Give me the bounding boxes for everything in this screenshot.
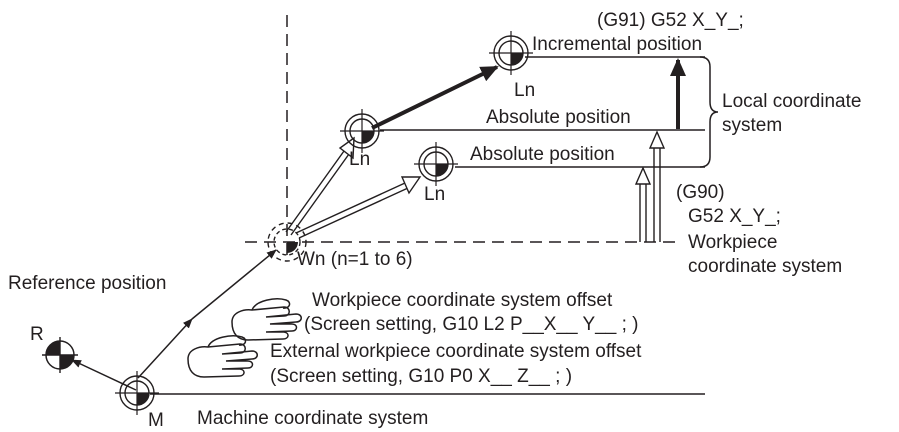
open-arrow-wn-to-lower-ln xyxy=(295,176,422,239)
arrow-external-to-wn xyxy=(191,249,277,320)
pointing-hand-icon xyxy=(187,335,258,378)
horizontal-lines xyxy=(150,56,705,395)
workpiece-coordinate-system-label: coordinate system xyxy=(688,256,842,277)
incremental-position-label: Incremental position xyxy=(532,34,702,55)
reference-position-label: Reference position xyxy=(8,273,166,294)
machine-coordinate-system-label: Machine coordinate system xyxy=(197,408,428,429)
open-arrow-wn-to-upper-ln xyxy=(285,136,355,236)
workpiece-offset-label: Workpiece coordinate system offset xyxy=(312,290,613,311)
absolute-position-upper-label: Absolute position xyxy=(486,107,631,128)
workpiece-label: Workpiece xyxy=(688,232,777,253)
arrow-m-external-offset xyxy=(137,318,193,379)
ln-label: Ln xyxy=(514,80,535,101)
m-label: M xyxy=(148,410,164,431)
open-arrows xyxy=(285,130,666,242)
absolute-position-lower-label: Absolute position xyxy=(470,144,615,165)
local-coordinate-system-label: system xyxy=(722,115,782,136)
wn-symbol xyxy=(267,222,307,262)
external-offset-label: External workpiece coordinate system off… xyxy=(270,341,642,362)
incremental-move-arrow xyxy=(371,65,499,130)
bold-arrows xyxy=(371,58,686,130)
workpiece-offset-command-label: (Screen setting, G10 L2 P__X__ Y__ ; ) xyxy=(304,314,638,335)
local-coordinate-label: Local coordinate xyxy=(722,91,861,112)
incremental-position-symbol xyxy=(489,31,533,75)
ln-label: Ln xyxy=(424,184,445,205)
thin-arrows xyxy=(71,249,277,391)
workpiece-axes xyxy=(245,15,680,262)
text-labels: (G91) G52 X_Y_; Incremental position Ln … xyxy=(8,10,861,431)
pointing-hand-icon xyxy=(231,298,302,341)
lower-ln-symbol xyxy=(414,142,458,186)
position-symbols xyxy=(42,31,533,415)
g90-label: (G90) xyxy=(676,182,725,203)
external-offset-command-label: (Screen setting, G10 P0 X__ Z__ ; ) xyxy=(270,366,572,387)
ln-label: Ln xyxy=(349,149,370,170)
open-arrow-g52-absolute-lower xyxy=(634,166,652,242)
arrow-m-to-r xyxy=(71,359,137,391)
g90-command-label: G52 X_Y_; xyxy=(688,206,781,227)
m-symbol xyxy=(115,371,159,415)
upper-ln-symbol xyxy=(340,109,384,153)
wn-label: Wn (n=1 to 6) xyxy=(297,249,413,270)
open-arrow-g52-absolute-upper xyxy=(648,130,666,242)
reference-position-symbol xyxy=(42,337,78,373)
r-label: R xyxy=(30,324,44,345)
g91-command-label: (G91) G52 X_Y_; xyxy=(597,10,744,31)
local-coordinate-brace xyxy=(699,56,719,168)
